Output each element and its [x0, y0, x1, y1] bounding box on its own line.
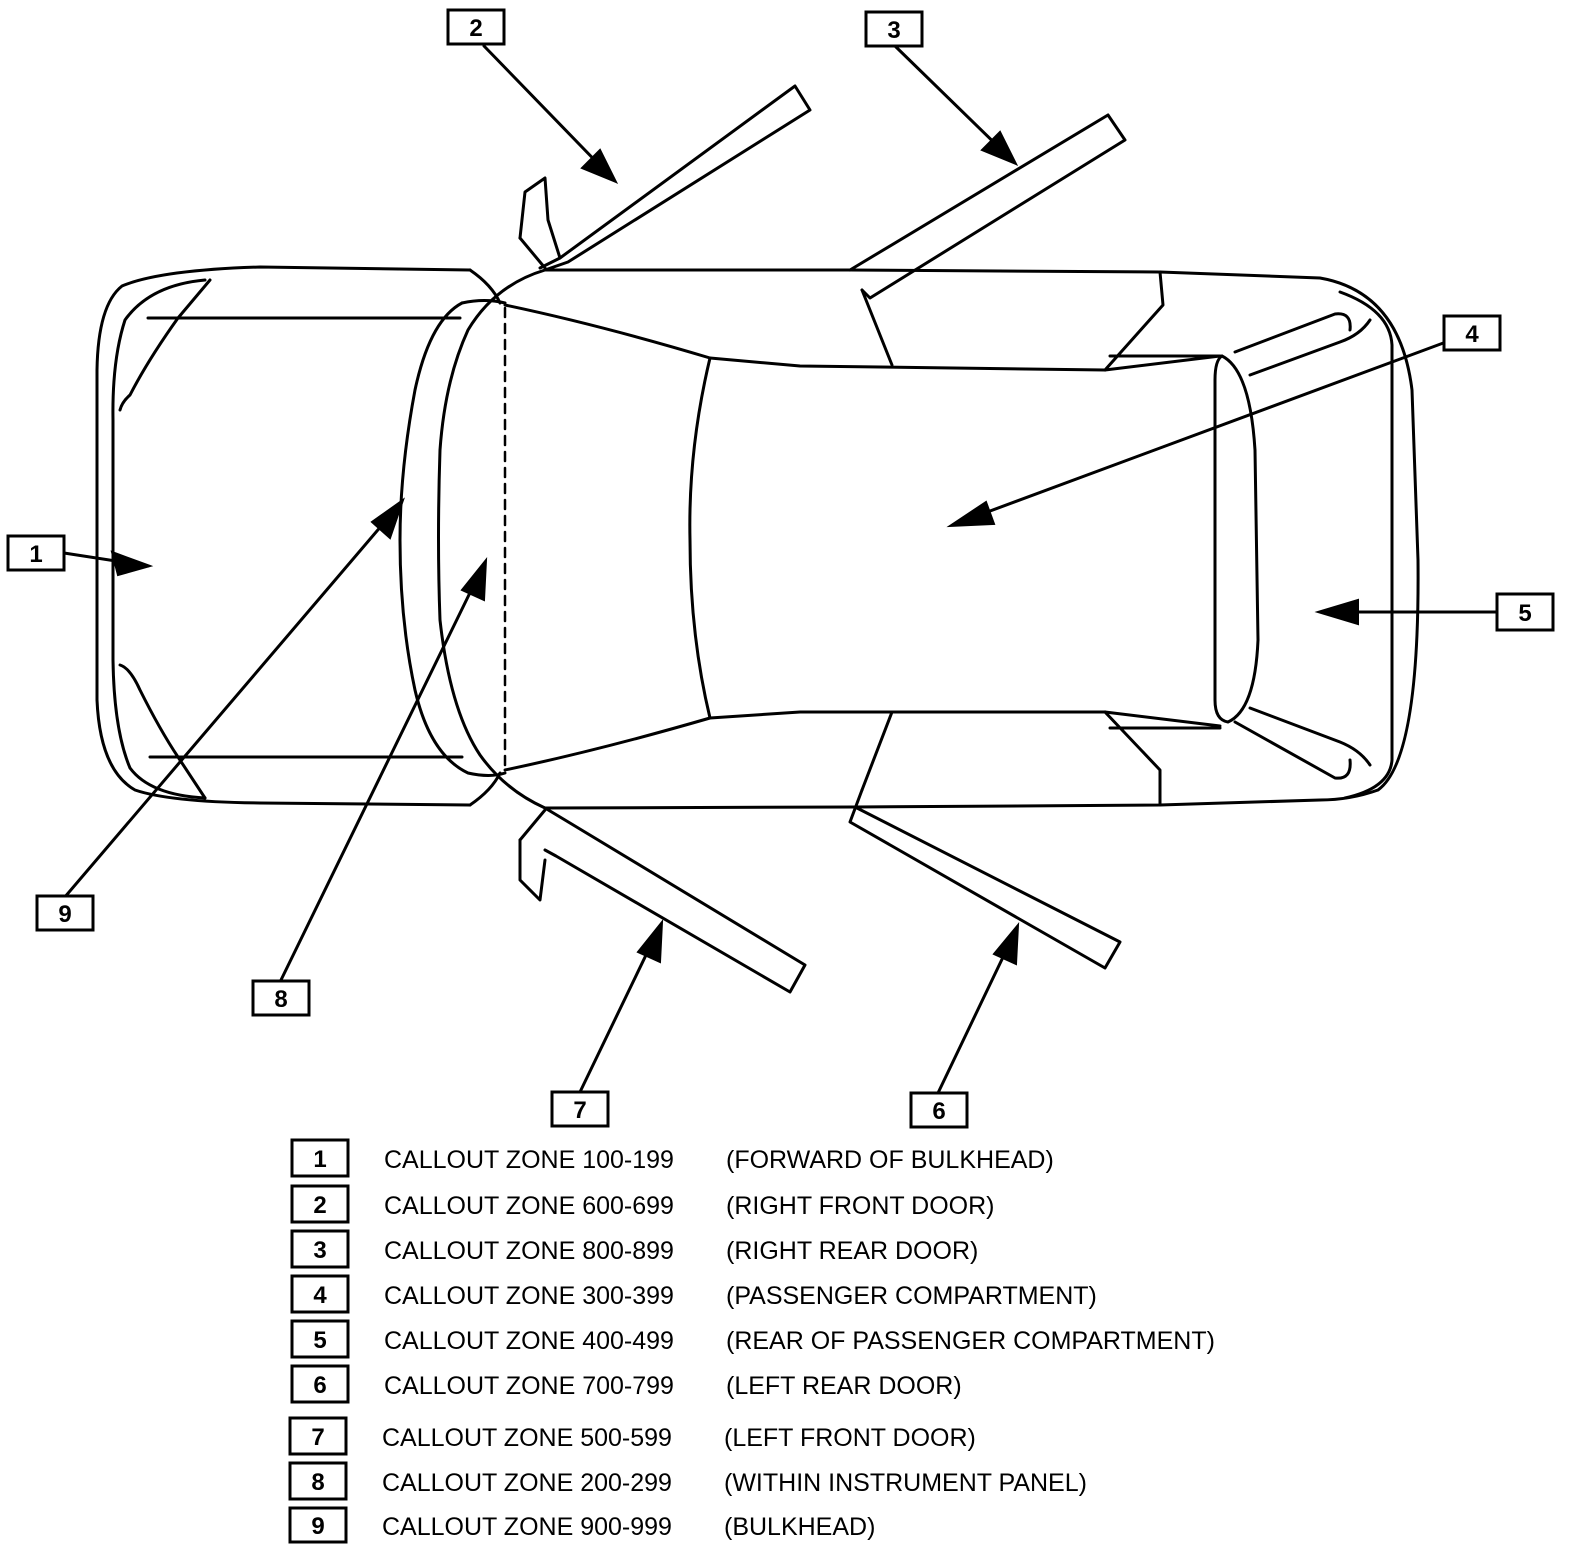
- callout-leaders: [62, 44, 1500, 1095]
- callout-box-5: 5: [1495, 592, 1555, 632]
- legend-number: 2: [313, 1192, 326, 1219]
- legend-row: 8 CALLOUT ZONE 200-299 (WITHIN INSTRUMEN…: [288, 1461, 1087, 1501]
- legend-number: 9: [311, 1513, 324, 1540]
- legend-description: (REAR OF PASSENGER COMPARTMENT): [726, 1327, 1215, 1355]
- callout-number: 7: [573, 1097, 586, 1124]
- callout-number: 9: [58, 901, 71, 928]
- callout-number: 1: [29, 541, 42, 568]
- legend-zone: CALLOUT ZONE 900-999: [382, 1513, 672, 1541]
- callout-number: 8: [274, 986, 287, 1013]
- legend-row: 9 CALLOUT ZONE 900-999 (BULKHEAD): [288, 1506, 875, 1544]
- legend-number: 5: [313, 1327, 326, 1354]
- legend-zone: CALLOUT ZONE 100-199: [384, 1146, 674, 1174]
- arrow-icon: [460, 556, 488, 602]
- arrow-icon: [110, 550, 154, 577]
- legend-row: 3 CALLOUT ZONE 800-899 (RIGHT REAR DOOR): [290, 1229, 978, 1269]
- legend-row: 5 CALLOUT ZONE 400-499 (REAR OF PASSENGE…: [290, 1319, 1215, 1359]
- legend-zone: CALLOUT ZONE 300-399: [384, 1282, 674, 1310]
- legend-row: 6 CALLOUT ZONE 700-799 (LEFT REAR DOOR): [290, 1364, 962, 1404]
- callout-box-9: 9: [35, 894, 95, 932]
- legend-description: (FORWARD OF BULKHEAD): [726, 1146, 1054, 1174]
- legend-description: (RIGHT FRONT DOOR): [726, 1192, 995, 1220]
- callout-box-6: 6: [909, 1091, 969, 1129]
- legend-row: 7 CALLOUT ZONE 500-599 (LEFT FRONT DOOR): [288, 1416, 976, 1456]
- right-front-door-icon: [518, 84, 812, 272]
- callout-number: 4: [1465, 321, 1479, 348]
- callout-box-2: 2: [446, 8, 506, 46]
- arrow-icon: [1314, 598, 1359, 626]
- legend-description: (RIGHT REAR DOOR): [726, 1237, 978, 1265]
- legend-number: 1: [313, 1146, 326, 1173]
- legend-row: 4 CALLOUT ZONE 300-399 (PASSENGER COMPAR…: [290, 1274, 1097, 1314]
- arrow-icon: [992, 922, 1020, 966]
- legend-number: 4: [313, 1282, 327, 1309]
- legend-zone: CALLOUT ZONE 500-599: [382, 1424, 672, 1452]
- arrow-icon: [370, 497, 405, 540]
- callout-box-7: 7: [550, 1090, 610, 1128]
- callout-box-1: 1: [6, 534, 66, 572]
- car-top-view-icon: [95, 265, 1420, 810]
- legend-zone: CALLOUT ZONE 800-899: [384, 1237, 674, 1265]
- callout-number: 3: [887, 17, 900, 44]
- legend-number: 3: [313, 1237, 326, 1264]
- callout-box-8: 8: [251, 979, 311, 1017]
- right-rear-door-icon: [848, 113, 1127, 300]
- legend-number: 7: [311, 1424, 324, 1451]
- legend-description: (BULKHEAD): [724, 1513, 875, 1541]
- legend-description: (WITHIN INSTRUMENT PANEL): [724, 1469, 1087, 1497]
- callout-number: 6: [932, 1098, 945, 1125]
- legend-description: (LEFT FRONT DOOR): [724, 1424, 976, 1452]
- legend: 1 CALLOUT ZONE 100-199 (FORWARD OF BULKH…: [288, 1138, 1215, 1544]
- arrow-icon: [580, 148, 619, 184]
- callout-box-4: 4: [1442, 314, 1502, 352]
- callout-number: 2: [469, 15, 482, 42]
- arrow-icon: [636, 918, 664, 964]
- arrow-icon: [980, 130, 1019, 166]
- legend-zone: CALLOUT ZONE 700-799: [384, 1372, 674, 1400]
- legend-row: 2 CALLOUT ZONE 600-699 (RIGHT FRONT DOOR…: [290, 1184, 995, 1224]
- callout-number: 5: [1518, 600, 1531, 627]
- legend-description: (LEFT REAR DOOR): [726, 1372, 962, 1400]
- legend-row: 1 CALLOUT ZONE 100-199 (FORWARD OF BULKH…: [290, 1138, 1054, 1178]
- arrow-icon: [946, 500, 996, 528]
- legend-zone: CALLOUT ZONE 400-499: [384, 1327, 674, 1355]
- legend-description: (PASSENGER COMPARTMENT): [726, 1282, 1097, 1310]
- legend-number: 8: [311, 1469, 324, 1496]
- callout-box-3: 3: [864, 10, 924, 48]
- left-rear-door-icon: [848, 788, 1122, 970]
- left-front-door-icon: [518, 806, 807, 994]
- legend-zone: CALLOUT ZONE 200-299: [382, 1469, 672, 1497]
- legend-number: 6: [313, 1372, 326, 1399]
- legend-zone: CALLOUT ZONE 600-699: [384, 1192, 674, 1220]
